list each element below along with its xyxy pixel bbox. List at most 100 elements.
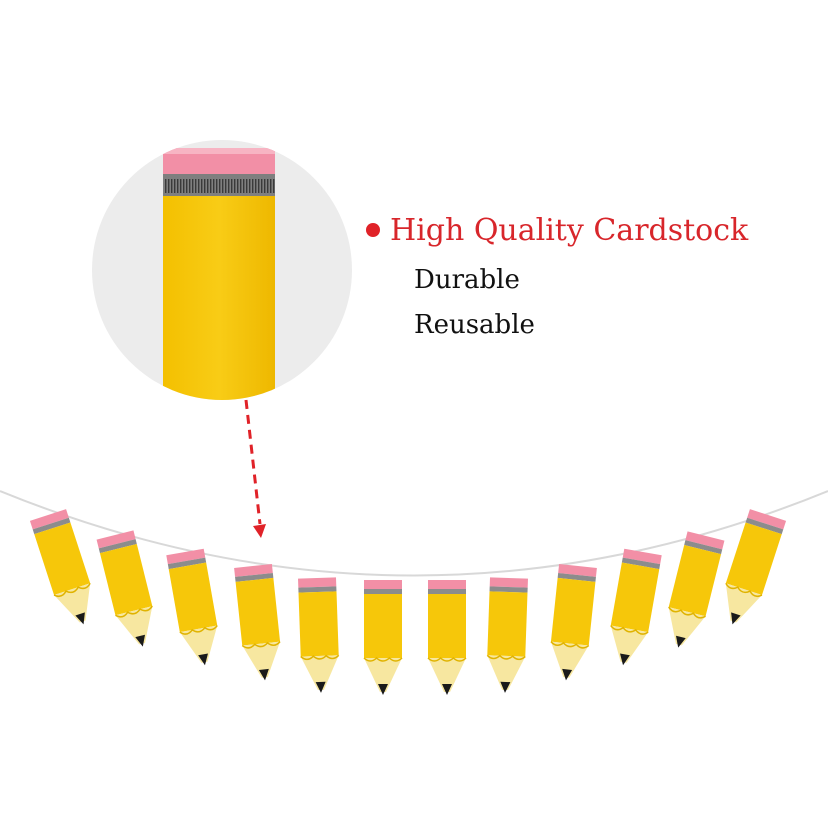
pencil-eraser xyxy=(489,577,528,588)
pencil-tip-edge xyxy=(179,625,218,635)
ferrule-stripe xyxy=(165,179,167,193)
pencil-body xyxy=(34,522,91,596)
pointer-arrowhead xyxy=(253,524,266,538)
ferrule-stripe xyxy=(273,179,275,193)
pencil xyxy=(29,509,91,625)
pencil-ferrule xyxy=(428,589,466,594)
ferrule-stripe xyxy=(195,179,197,193)
pencil-lead xyxy=(562,668,573,681)
pencil-eraser xyxy=(747,509,787,530)
pencil-garland xyxy=(29,509,787,695)
pencil-tip-edge xyxy=(53,582,91,598)
pencil xyxy=(550,564,597,681)
pencil-tip-edge xyxy=(668,606,706,619)
pencil-tip-edge xyxy=(363,656,403,662)
pencil-wood-tip xyxy=(242,641,281,678)
pointer-dashed-line xyxy=(244,399,262,525)
pencil-eraser xyxy=(234,564,273,577)
pencil-ferrule xyxy=(235,572,274,582)
ferrule-stripe xyxy=(189,179,191,193)
ferrule-stripe xyxy=(204,179,206,193)
ferrule-stripe xyxy=(243,179,245,193)
pencil-wood-tip xyxy=(725,583,762,623)
zoom-pencil-body xyxy=(163,196,275,400)
pencil xyxy=(234,564,281,681)
pencil-eraser xyxy=(298,577,337,588)
pencil-ferrule xyxy=(684,540,723,555)
ferrule-stripe xyxy=(267,179,269,193)
zoom-detail xyxy=(92,140,352,400)
pencil-ferrule xyxy=(298,586,337,593)
pencil-eraser xyxy=(29,509,69,530)
pencil-wood-tip xyxy=(300,655,339,691)
pencil-wood-tip xyxy=(610,625,649,663)
pencil-lead xyxy=(315,681,326,693)
ferrule-stripe xyxy=(255,179,257,193)
pencil-lead xyxy=(731,612,741,625)
pencil-lead xyxy=(198,653,208,666)
pencil-ferrule xyxy=(557,572,596,582)
pencil-ferrule xyxy=(621,557,661,570)
pencil xyxy=(166,548,218,666)
ferrule-stripe xyxy=(231,179,233,193)
ferrule-stripe xyxy=(198,179,200,193)
ferrule-stripe xyxy=(228,179,230,193)
pencil-lead xyxy=(442,684,452,695)
pencil-wood-tip xyxy=(428,658,466,692)
pencil-body xyxy=(550,577,596,646)
pencil-ferrule xyxy=(745,517,784,535)
pencil xyxy=(725,509,787,625)
feature-title: High Quality Cardstock xyxy=(366,208,816,252)
pencil-eraser xyxy=(558,564,597,577)
ferrule-stripe xyxy=(249,179,251,193)
ferrule-stripe xyxy=(207,179,209,193)
ferrule-stripe xyxy=(171,179,173,193)
pointer-arrow xyxy=(244,399,266,538)
pencil-lead xyxy=(258,668,269,681)
ferrule-stripe xyxy=(246,179,248,193)
pencil-lead xyxy=(75,612,85,625)
pencil-body xyxy=(235,577,281,646)
pencil-body xyxy=(610,562,660,633)
pencil-body xyxy=(428,594,466,658)
pencil-body xyxy=(725,522,782,596)
pencil-tip-edge xyxy=(300,654,340,661)
pencil-tip-edge xyxy=(115,605,153,618)
ferrule-stripe xyxy=(201,179,203,193)
pencil xyxy=(96,530,153,647)
ferrule-stripe xyxy=(240,179,242,193)
ferrule-stripe xyxy=(183,179,185,193)
ferrule-stripe xyxy=(168,179,170,193)
zoom-ferrule-stripes xyxy=(165,179,275,193)
ferrule-stripe xyxy=(186,179,188,193)
pencil-tip-edge xyxy=(610,625,649,635)
pencil-wood-tip xyxy=(364,658,402,692)
ferrule-stripe xyxy=(192,179,194,193)
pencil-tip-edge xyxy=(427,656,467,662)
pencil-eraser xyxy=(96,530,136,549)
pencil-eraser xyxy=(622,548,662,565)
feature-item-durable: Durable xyxy=(414,265,520,295)
ferrule-stripe xyxy=(213,179,215,193)
pencil xyxy=(668,531,725,648)
garland-string xyxy=(0,490,828,577)
pencil-eraser xyxy=(685,531,725,550)
pencil-wood-tip xyxy=(179,625,218,663)
pencil-lead xyxy=(378,684,388,695)
ferrule-stripe xyxy=(258,179,260,193)
ferrule-stripe xyxy=(237,179,239,193)
pencil xyxy=(486,577,528,693)
pencil-lead xyxy=(675,635,686,648)
pencil-body xyxy=(364,594,402,658)
ferrule-stripe xyxy=(174,179,176,193)
ferrule-stripe xyxy=(177,179,179,193)
pencil-lead xyxy=(500,681,511,693)
pencil-body xyxy=(168,562,218,633)
pencil-body xyxy=(99,543,153,616)
ferrule-stripe xyxy=(234,179,236,193)
feature-title-text: High Quality Cardstock xyxy=(390,212,749,248)
pencil-eraser xyxy=(166,548,206,565)
ferrule-stripe xyxy=(180,179,182,193)
